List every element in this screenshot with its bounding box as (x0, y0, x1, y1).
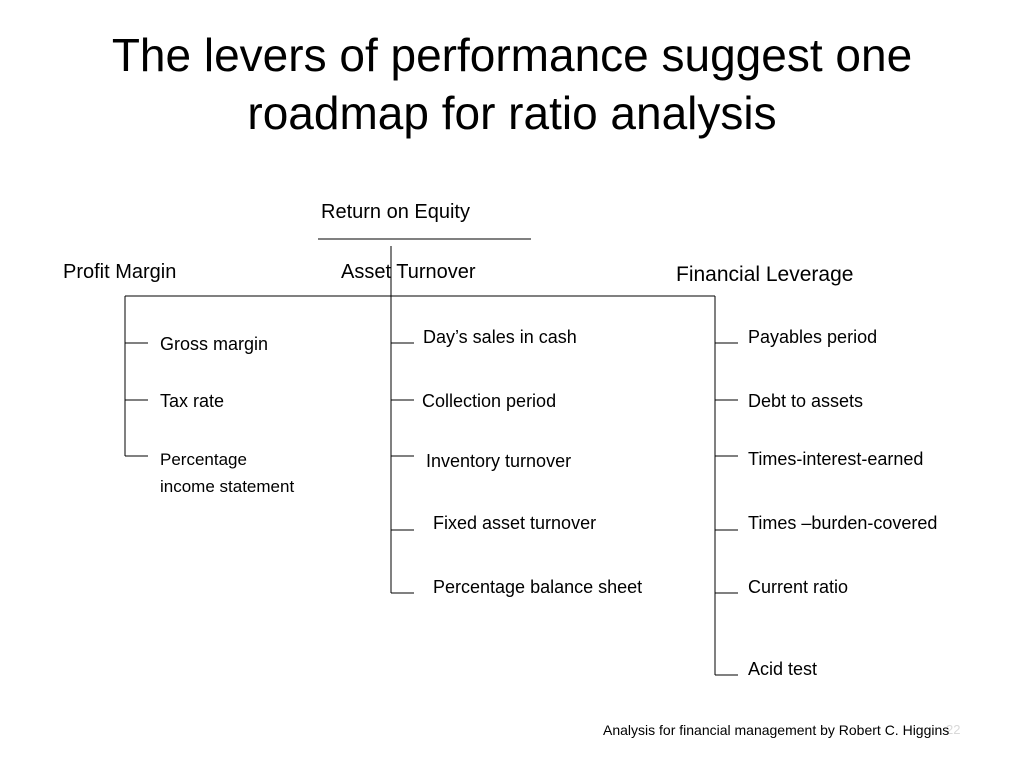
item-percentage-income-statement-line-1: Percentage (160, 450, 247, 469)
branch-label-asset-turnover: Asset Turnover (341, 261, 476, 283)
item-payables-period: Payables period (748, 327, 878, 347)
item-fixed-asset-turnover: Fixed asset turnover (433, 513, 597, 533)
branch-label-profit-margin: Profit Margin (63, 261, 177, 283)
slide-title-line-1: The levers of performance suggest one (111, 29, 913, 81)
item-acid-test: Acid test (748, 659, 818, 679)
item-times-interest-earned: Times-interest-earned (748, 449, 924, 469)
slide-page-number: 22 (946, 722, 961, 737)
slide-footer-credit: Analysis for financial management by Rob… (603, 722, 950, 738)
item-times-burden-covered: Times –burden-covered (748, 513, 938, 533)
item-percentage-income-statement-line-2: income statement (160, 477, 295, 496)
branch-label-financial-leverage: Financial Leverage (676, 263, 854, 286)
item-current-ratio: Current ratio (748, 577, 849, 597)
item-percentage-balance-sheet: Percentage balance sheet (433, 577, 643, 597)
item-inventory-turnover: Inventory turnover (426, 451, 572, 471)
item-days-sales-in-cash: Day’s sales in cash (423, 327, 577, 347)
root-label: Return on Equity (321, 201, 470, 223)
item-percentage-income-statement: Percentage income statement (160, 446, 294, 500)
item-debt-to-assets: Debt to assets (748, 391, 864, 411)
item-collection-period: Collection period (422, 391, 557, 411)
slide-title-line-2: roadmap for ratio analysis (247, 87, 777, 139)
slide-title: The levers of performance suggest one ro… (0, 26, 1024, 142)
item-gross-margin: Gross margin (160, 334, 269, 354)
item-tax-rate: Tax rate (160, 391, 225, 411)
